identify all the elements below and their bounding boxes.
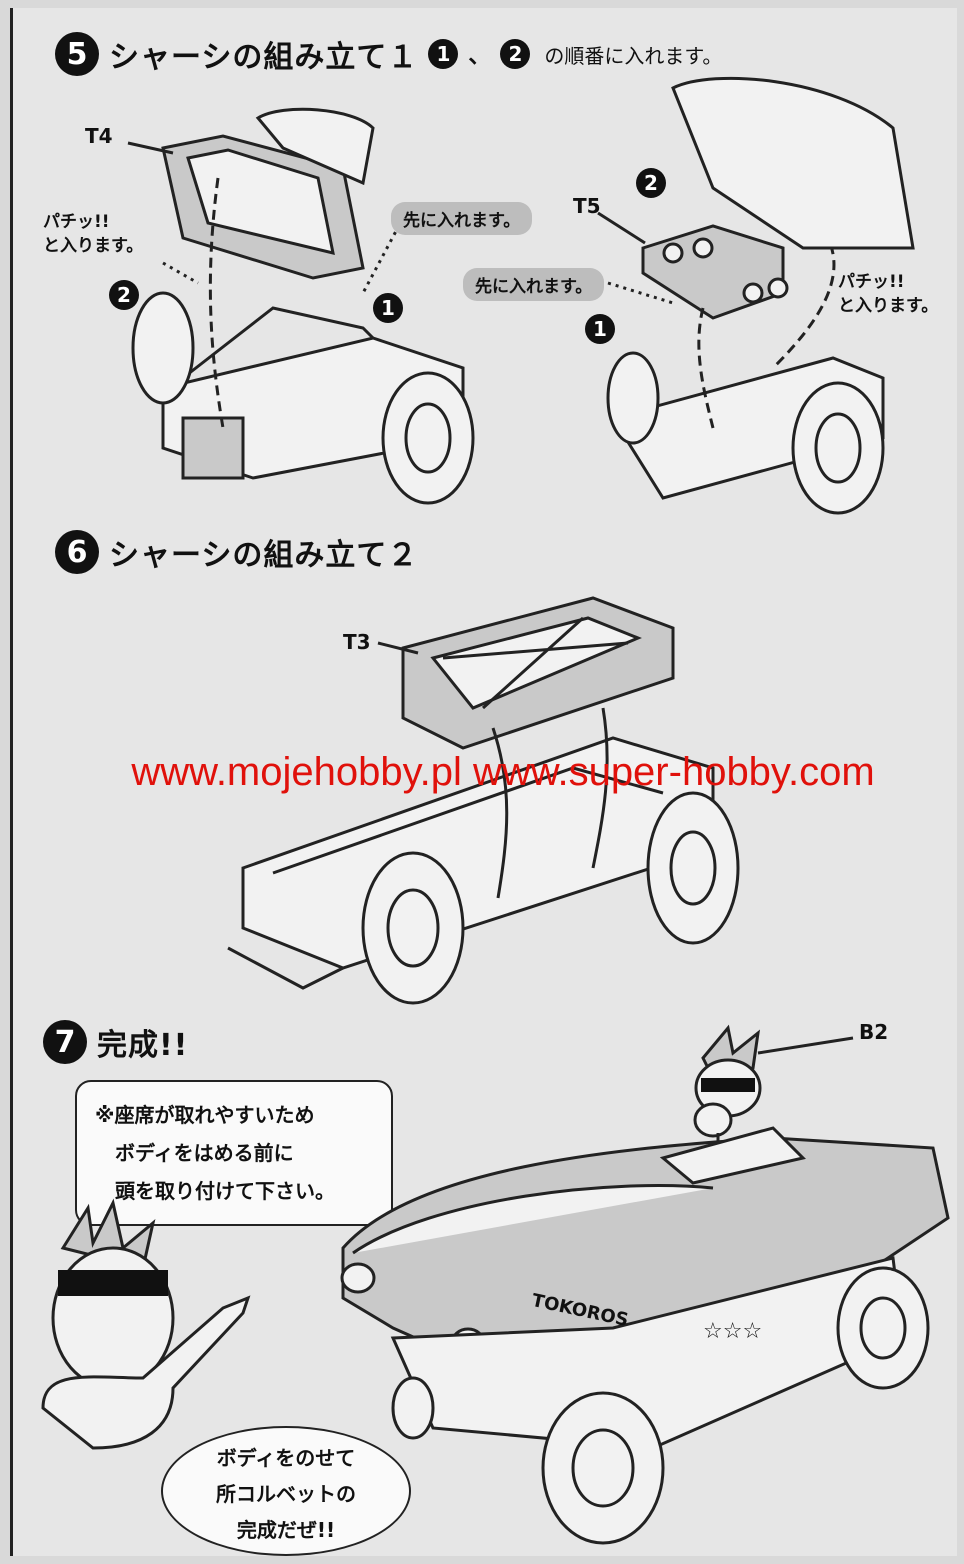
seat-note-line1: ※座席が取れやすいため bbox=[95, 1103, 315, 1127]
step6-header: 6 シャーシの組み立て２ bbox=[55, 530, 418, 574]
first-insert-note-left: 先に入れます。 bbox=[391, 202, 533, 235]
step7-number: 7 bbox=[43, 1020, 87, 1064]
part-label-b2: B2 bbox=[859, 1020, 889, 1044]
seat-note-line2: ボディをはめる前に bbox=[115, 1141, 294, 1165]
step5-header: 5 シャーシの組み立て１ 1 、 2 の順番に入れます。 bbox=[55, 32, 722, 76]
part-label-t5: T5 bbox=[573, 194, 601, 218]
click-note-left: パチッ!! と入ります。 bbox=[43, 210, 143, 258]
order-marker-2-left: 2 bbox=[109, 280, 139, 310]
part-label-t4: T4 bbox=[85, 124, 113, 148]
step7-illustration: ☆☆☆ bbox=[41, 1024, 950, 1545]
speech-line1: ボディをのせて bbox=[216, 1446, 356, 1470]
order-number-1: 1 bbox=[428, 39, 459, 69]
step7-header: 7 完成!! bbox=[43, 1020, 188, 1064]
watermark-text: www.mojehobby.pl www.super-hobby.com bbox=[131, 750, 875, 794]
click-left-subtext: と入ります。 bbox=[43, 236, 144, 256]
step5-order-text: の順番に入れます。 bbox=[544, 43, 723, 68]
step6-title: シャーシの組み立て２ bbox=[109, 538, 419, 573]
seat-note-box: ※座席が取れやすいため ボディをはめる前に 頭を取り付けて下さい。 bbox=[75, 1080, 393, 1226]
click-right-text: パチッ!! bbox=[838, 272, 905, 292]
seat-note-line3: 頭を取り付けて下さい。 bbox=[115, 1179, 335, 1203]
click-note-right: パチッ!! と入ります。 bbox=[838, 270, 938, 318]
step6-illustration bbox=[227, 596, 740, 1005]
step7-title: 完成!! bbox=[97, 1028, 189, 1063]
step6-number: 6 bbox=[55, 530, 99, 574]
step5-number: 5 bbox=[55, 32, 99, 76]
order-number-2: 2 bbox=[500, 39, 531, 69]
part-label-t3: T3 bbox=[343, 630, 371, 654]
character-speech-bubble: ボディをのせて 所コルベットの 完成だぜ!! bbox=[161, 1426, 411, 1556]
click-right-subtext: と入ります。 bbox=[838, 296, 939, 316]
first-insert-note-right: 先に入れます。 bbox=[463, 268, 605, 301]
order-marker-1-left: 1 bbox=[373, 293, 403, 323]
order-marker-1-right: 1 bbox=[585, 314, 615, 344]
step5-illustration bbox=[127, 76, 915, 515]
instruction-sheet: 5 シャーシの組み立て１ 1 、 2 の順番に入れます。 bbox=[10, 8, 957, 1556]
speech-line2: 所コルベットの bbox=[216, 1482, 356, 1506]
click-left-text: パチッ!! bbox=[43, 212, 110, 232]
order-marker-2-right: 2 bbox=[636, 168, 666, 198]
svg-text:☆☆☆: ☆☆☆ bbox=[703, 1319, 762, 1344]
speech-line3: 完成だぜ!! bbox=[236, 1518, 336, 1542]
step5-title: シャーシの組み立て１ bbox=[109, 40, 419, 75]
